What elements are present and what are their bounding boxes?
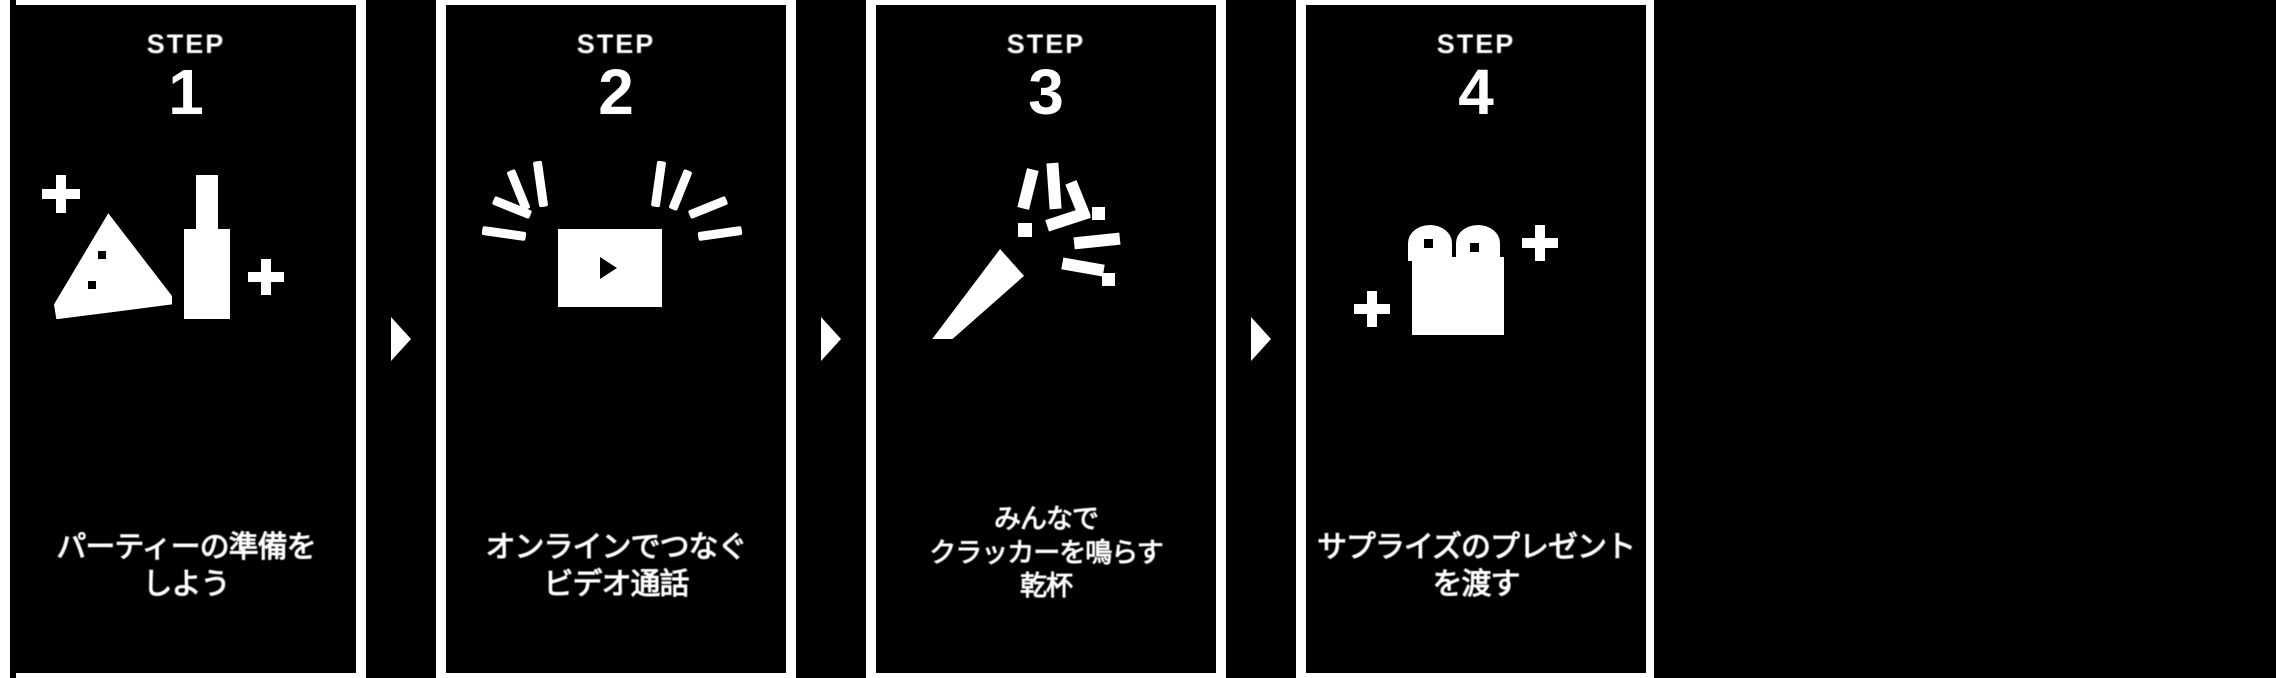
step-arrow-1-to-2 [366,0,436,678]
pizza-topping-dot [88,281,96,290]
step-caption-1: パーティーの準備を しよう [16,532,356,601]
confetti-streamer [1073,232,1121,250]
party-popper-icon [896,151,1196,351]
pizza-topping-dot [98,251,106,260]
step-number-4: 4 [1458,56,1494,128]
caption-line: クラッカーを鳴らす [929,537,1163,568]
burst-ray-icon [687,196,729,220]
panel-divider [1216,0,1226,678]
step-arrow-2-to-3 [796,0,866,678]
step-header-2: STEP 2 [446,31,786,125]
panel-divider-left [0,0,10,678]
panel-divider [436,0,446,678]
panel-divider [866,0,876,678]
panel-divider [1296,0,1306,678]
step-label-3: STEP [1006,29,1086,59]
video-play-burst-icon [466,151,766,351]
panel-divider-right [1646,0,1654,678]
step-panel-4[interactable]: STEP 4 サプライズのプレゼント を渡す [1306,0,1646,678]
caption-line: 乾杯 [1020,571,1073,602]
panel-divider [786,0,796,678]
step-header-1: STEP 1 [16,31,356,125]
step-number-1: 1 [168,56,204,128]
caption-line: みんなで [994,504,1099,535]
confetti-streamer [1045,206,1091,232]
step-panel-3[interactable]: STEP 3 みんなで クラッカーを鳴らす 乾杯 [876,0,1216,678]
gift-bow-loop-hole [1470,243,1479,253]
step-caption-3: みんなで クラッカーを鳴らす 乾杯 [876,505,1216,601]
step-number-3: 3 [1028,56,1064,128]
caption-line: オンラインでつなぐ [485,531,748,565]
confetti-bit [1018,223,1032,238]
step-caption-4: サプライズのプレゼント を渡す [1306,532,1646,601]
step-caption-2: オンラインでつなぐ ビデオ通話 [446,532,786,601]
burst-ray-icon [532,160,549,208]
step-panel-1[interactable]: STEP 1 パーティーの準備を しよう [16,0,356,678]
caption-line: を渡す [1432,568,1521,602]
burst-ray-icon [697,226,743,242]
confetti-bit [1092,207,1105,221]
burst-ray-icon [650,160,667,208]
bottle-neck-shape [196,175,218,234]
step-header-3: STEP 3 [876,31,1216,125]
step-label-2: STEP [576,29,656,59]
pizza-slice-and-bottle-icon [36,151,336,351]
confetti-bit [1102,273,1115,287]
gift-bow-loop-hole [1424,239,1433,249]
sparkle-icon [1522,225,1558,261]
step-label-1: STEP [146,29,226,59]
sparkle-icon [42,175,80,213]
step-header-4: STEP 4 [1306,31,1646,125]
triangle-right-arrow-icon [821,317,841,361]
caption-line: しよう [142,568,231,602]
burst-ray-icon [668,169,693,212]
confetti-streamer [1046,162,1062,210]
caption-line: ビデオ通話 [543,568,690,602]
play-triangle-icon [600,257,617,280]
caption-line: パーティーの準備を [56,531,316,565]
triangle-right-arrow-icon [1251,317,1271,361]
gift-box-body [1412,257,1504,336]
burst-ray-icon [481,226,527,242]
popper-cone-shape [932,249,1024,340]
step-arrow-3-to-4 [1226,0,1296,678]
caption-line: サプライズのプレゼント [1316,531,1636,565]
sparkle-icon [248,259,284,295]
step-number-2: 2 [598,56,634,128]
step-panel-2[interactable]: STEP 2 オンラインでつなぐ ビデオ通話 [446,0,786,678]
gift-box-icon [1326,151,1626,351]
sparkle-icon [1354,291,1390,327]
panel-divider [356,0,366,678]
bottle-body-shape [184,229,230,320]
triangle-right-arrow-icon [391,317,411,361]
confetti-streamer [1061,257,1105,277]
confetti-streamer [1017,168,1039,211]
pizza-slice-shape [54,213,172,320]
step-label-4: STEP [1436,29,1516,59]
